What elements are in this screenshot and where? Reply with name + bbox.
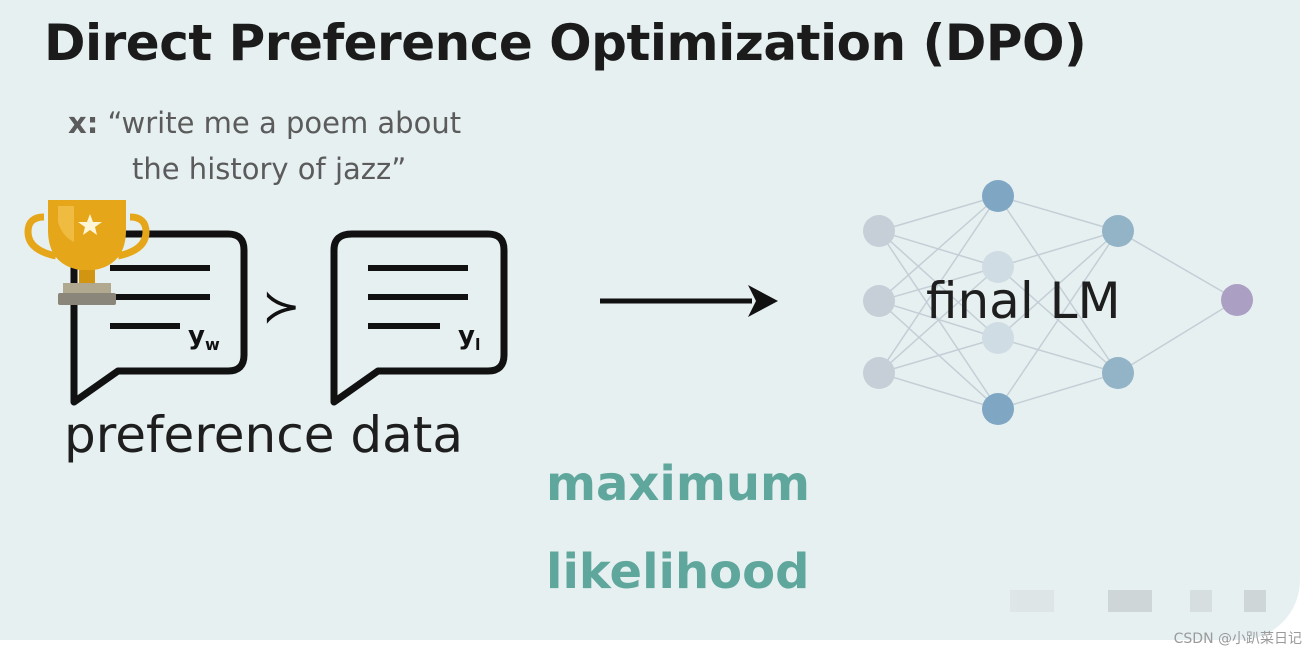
process-line-1: maximum [546, 456, 811, 512]
model-caption: final LM [926, 272, 1121, 330]
prompt-text: x: “write me a poem about the history of… [68, 100, 461, 192]
page-title: Direct Preference Optimization (DPO) [44, 14, 1087, 72]
winner-label: yw [188, 321, 220, 354]
diagram-card [0, 0, 1300, 640]
blurred-watermark-area [1010, 590, 1266, 612]
watermark: CSDN @小趴菜日记 [1173, 631, 1302, 647]
prompt-label: x: [68, 106, 99, 140]
arrow-right-icon [600, 285, 778, 317]
prompt-line-1: “write me a poem about [107, 106, 462, 140]
trophy-icon [24, 200, 150, 305]
preference-caption: preference data [64, 406, 463, 464]
prompt-line-2: the history of jazz” [132, 152, 407, 186]
neural-network-icon [863, 180, 1253, 425]
process-label: maximum likelihood [546, 440, 810, 616]
loser-chat-bubble-icon: yl [330, 230, 508, 406]
preference-symbol: ≻ [262, 279, 301, 333]
loser-label: yl [458, 321, 480, 354]
process-line-2: likelihood [546, 544, 810, 600]
